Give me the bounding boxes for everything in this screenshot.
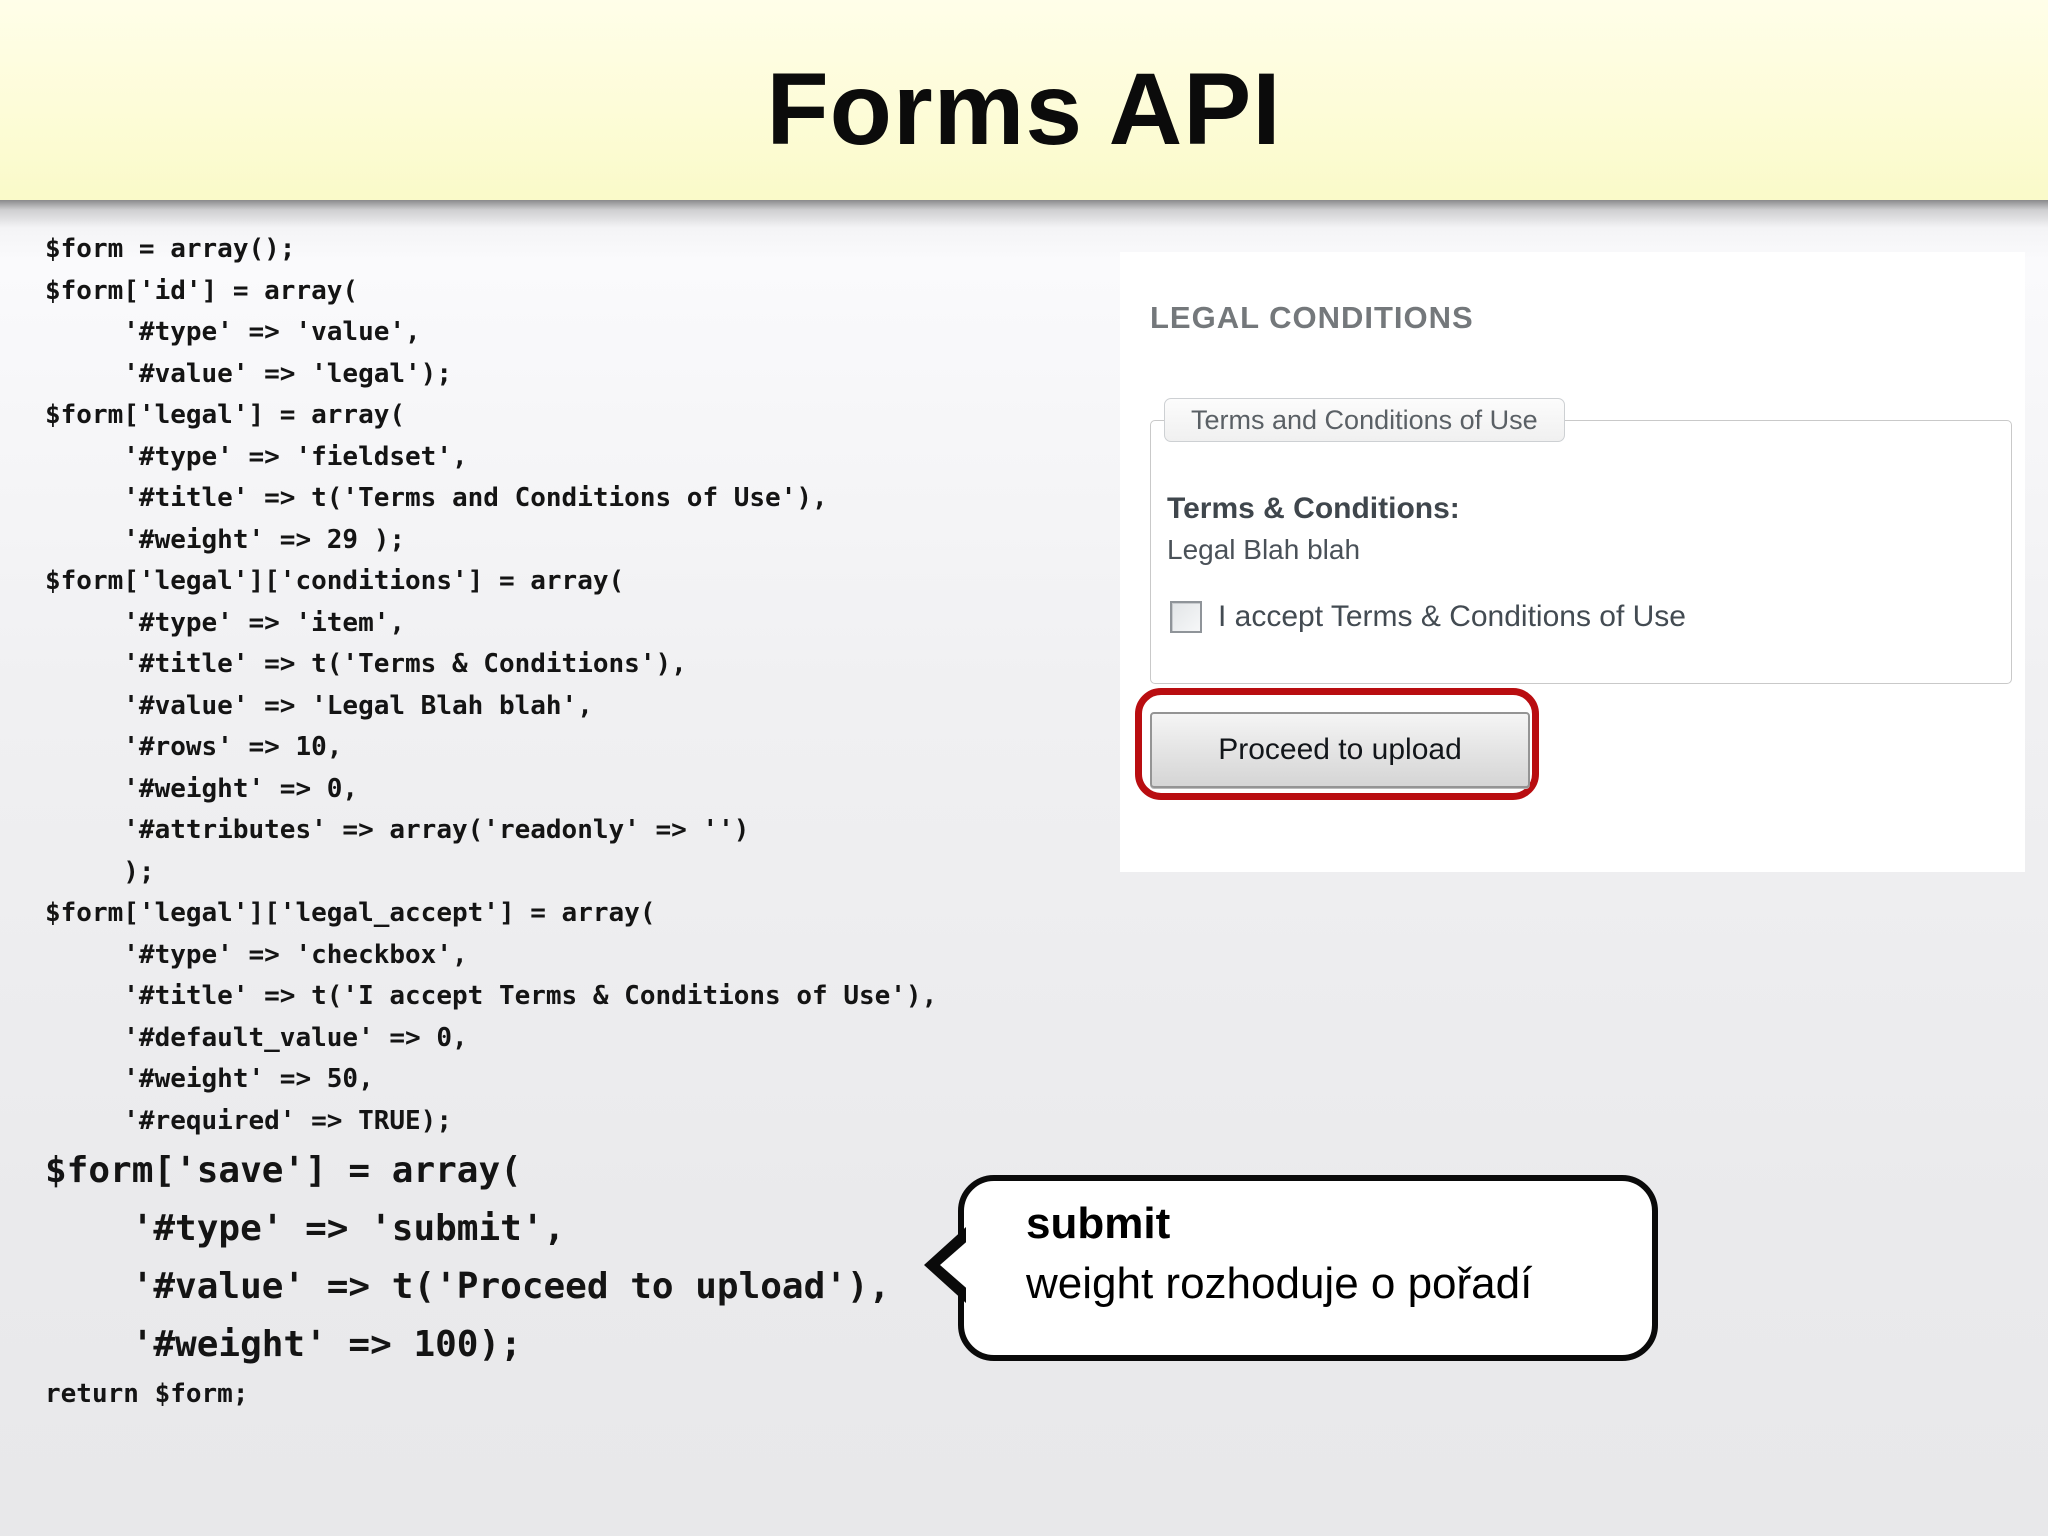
accept-terms-checkbox[interactable]	[1170, 601, 1202, 633]
proceed-to-upload-button[interactable]: Proceed to upload	[1150, 712, 1530, 788]
accept-terms-row: I accept Terms & Conditions of Use	[1170, 600, 1686, 634]
callout-tail-fill	[940, 1237, 972, 1293]
callout-title: submit	[1026, 1199, 1171, 1248]
callout-text: weight rozhoduje o pořadí	[1026, 1259, 1533, 1308]
slide-header: Forms API	[0, 0, 2048, 200]
code-block-form-definition: $form = array(); $form['id'] = array( '#…	[45, 234, 938, 1136]
code-block-save-submit: $form['save'] = array( '#type' => 'submi…	[45, 1150, 891, 1365]
terms-item-value: Legal Blah blah	[1167, 534, 1361, 565]
code-block-return: return $form;	[45, 1379, 249, 1409]
legal-conditions-heading: LEGAL CONDITIONS	[1150, 300, 1474, 335]
red-annotation-ring	[1135, 688, 1539, 800]
terms-item-label: Terms & Conditions:	[1167, 492, 1460, 525]
code-listing: $form = array(); $form['id'] = array( '#…	[45, 229, 937, 1416]
terms-fieldset	[1150, 420, 2012, 684]
page-title: Forms API	[766, 51, 1282, 166]
accept-terms-label: I accept Terms & Conditions of Use	[1218, 600, 1686, 633]
callout-bubble: submit weight rozhoduje o pořadí	[924, 1175, 1658, 1361]
terms-fieldset-legend: Terms and Conditions of Use	[1164, 398, 1565, 442]
